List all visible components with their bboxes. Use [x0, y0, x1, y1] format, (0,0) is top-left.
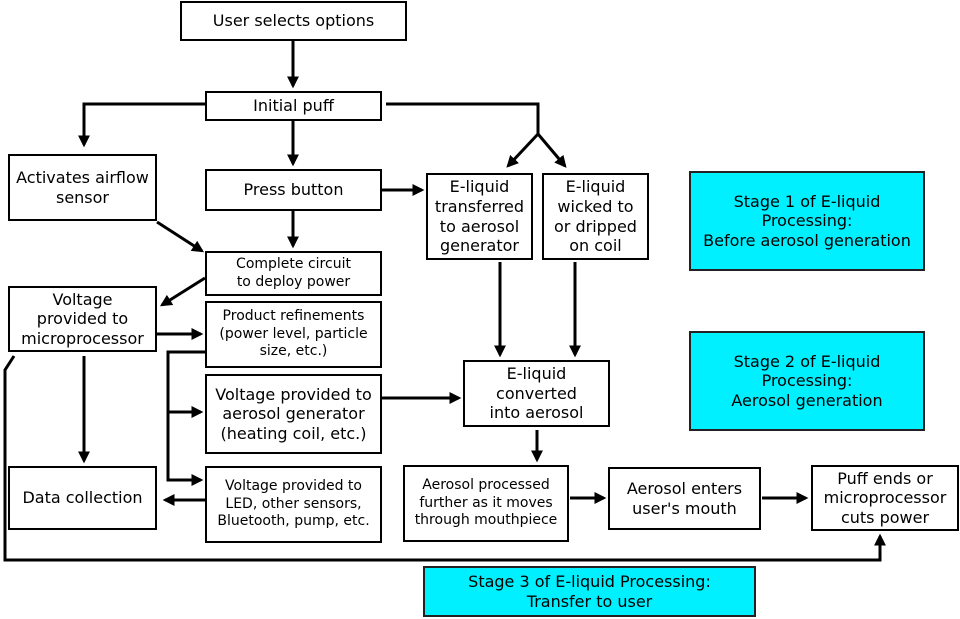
node-product-refinements: Product refinements (power level, partic… [205, 301, 382, 368]
node-eliquid-transferred: E-liquid transferred to aerosol generato… [426, 173, 533, 260]
node-user-selects-options: User selects options [180, 1, 407, 41]
node-press-button: Press button [205, 169, 382, 211]
node-initial-puff: Initial puff [205, 91, 382, 121]
node-activates-airflow-sensor: Activates airflow sensor [8, 154, 157, 221]
node-voltage-microprocessor: Voltage provided to microprocessor [8, 286, 157, 352]
node-eliquid-wicked: E-liquid wicked to or dripped on coil [542, 173, 649, 260]
node-voltage-aerosol-generator: Voltage provided to aerosol generator (h… [205, 374, 382, 454]
node-voltage-led: Voltage provided to LED, other sensors, … [205, 466, 382, 543]
arrow-circuit-to-microprocessor [159, 276, 206, 307]
arrow-puff-to-fork [386, 102, 540, 134]
arrow-bracket-to-aerosol-generator [166, 350, 205, 418]
arrow-puff-to-airflow-sensor [78, 102, 205, 148]
arrow-fork-to-transferred [506, 132, 540, 168]
stage-2-label: Stage 2 of E-liquid Processing: Aerosol … [689, 331, 925, 431]
stage-3-label: Stage 3 of E-liquid Processing: Transfer… [423, 566, 756, 617]
arrow-airflow-to-circuit [156, 220, 205, 253]
node-eliquid-converted: E-liquid converted into aerosol [463, 360, 610, 427]
arrow-fork-to-wicked [536, 133, 567, 168]
arrow-microprocessor-loop-to-puff-ends [3, 355, 886, 562]
node-puff-ends: Puff ends or microprocessor cuts power [811, 465, 959, 531]
arrow-bracket-to-led [166, 412, 204, 486]
node-data-collection: Data collection [8, 466, 157, 530]
node-complete-circuit: Complete circuit to deploy power [205, 251, 382, 296]
node-aerosol-enters-mouth: Aerosol enters user's mouth [608, 467, 761, 530]
node-aerosol-processed: Aerosol processed further as it moves th… [403, 465, 569, 542]
stage-1-label: Stage 1 of E-liquid Processing: Before a… [689, 171, 925, 271]
